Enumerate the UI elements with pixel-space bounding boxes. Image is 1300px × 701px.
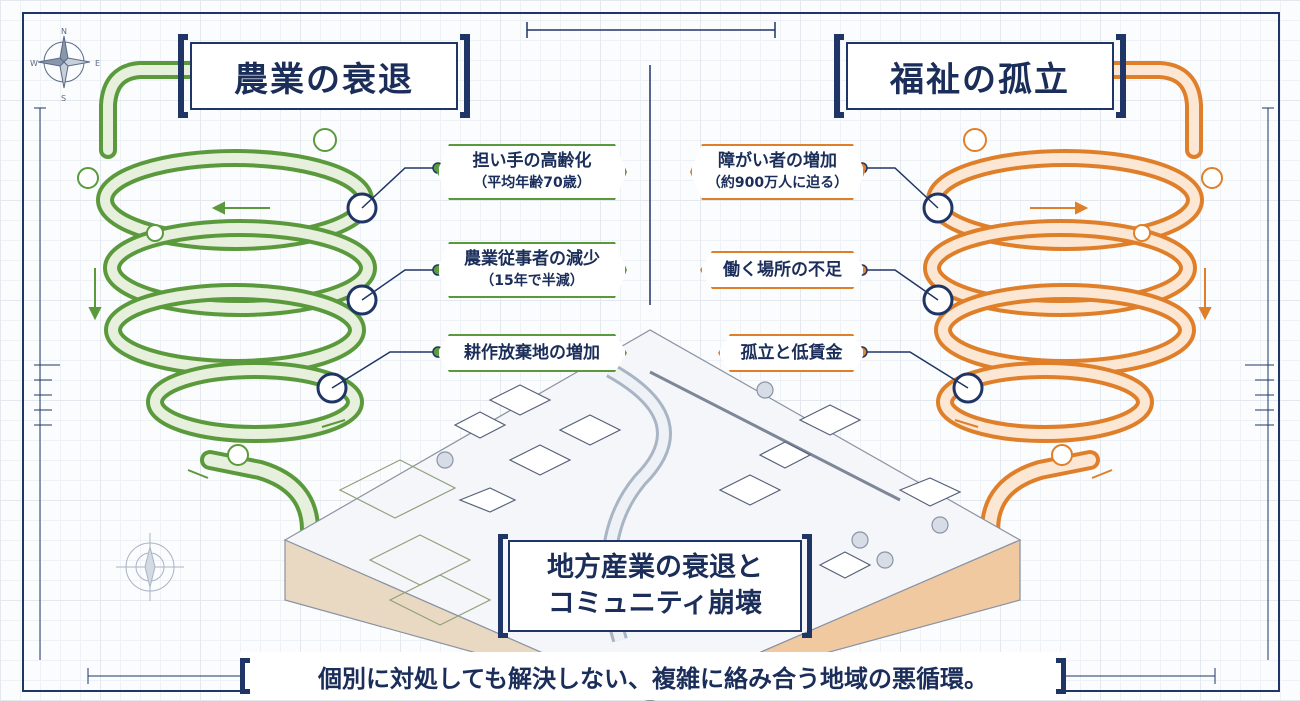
- compass-e: E: [95, 59, 100, 68]
- tag-isolation-low-wages: 孤立と低賃金: [718, 334, 865, 372]
- compass-icon: [37, 35, 91, 89]
- valve-icon-orange: [1051, 167, 1223, 466]
- tag-lack-of-workplaces: 働く場所の不足: [700, 251, 865, 289]
- ruler-right: [1245, 107, 1274, 660]
- flow-arrow-icon: [88, 201, 346, 479]
- title-welfare-isolation: 福祉の孤立: [834, 34, 1126, 118]
- bottom-caption: 個別に対処しても解決しない、複雑に絡み合う地域の悪循環。: [240, 652, 1066, 700]
- center-label-box: 地方産業の衰退と コミュニティ崩壊: [498, 534, 812, 638]
- tag-main: 農業従事者の減少: [464, 249, 600, 269]
- compass-n: N: [61, 27, 67, 36]
- center-line-2: コミュニティ崩壊: [547, 588, 763, 619]
- flow-arrow-icon-orange: [954, 201, 1212, 479]
- compass-s: S: [61, 94, 66, 103]
- ruler-bottom: [87, 668, 1216, 684]
- tag-sub: （約900万人に迫る）: [706, 175, 849, 191]
- isometric-town-illustration: [283, 329, 1022, 701]
- tag-abandoned-farmland: 耕作放棄地の増加: [437, 334, 627, 372]
- tag-disabled-increase: 障がい者の増加 （約900万人に迫る）: [690, 144, 865, 200]
- tag-main: 障がい者の増加: [718, 151, 837, 171]
- tag-farmer-decrease: 農業従事者の減少 （15年で半減）: [437, 242, 627, 298]
- valve-icon: [77, 167, 249, 466]
- orange-pipe-coil: [923, 61, 1204, 565]
- tag-sub: （15年で半減）: [480, 273, 584, 289]
- compass-icon-faint: [116, 533, 184, 601]
- tag-main: 担い手の高齢化: [472, 151, 592, 171]
- ruler-left: [34, 107, 60, 660]
- tag-main: 働く場所の不足: [723, 260, 842, 280]
- tag-sub: （平均年齢70歳）: [473, 175, 591, 191]
- compass-w: W: [30, 59, 38, 68]
- dimension-marker-top: [526, 22, 776, 38]
- tag-aging-farmers: 担い手の高齢化 （平均年齢70歳）: [437, 144, 627, 200]
- tag-main: 耕作放棄地の増加: [464, 343, 600, 363]
- tag-main: 孤立と低賃金: [740, 343, 843, 363]
- center-line-1: 地方産業の衰退と: [547, 552, 763, 583]
- title-agriculture-decline: 農業の衰退: [178, 34, 470, 118]
